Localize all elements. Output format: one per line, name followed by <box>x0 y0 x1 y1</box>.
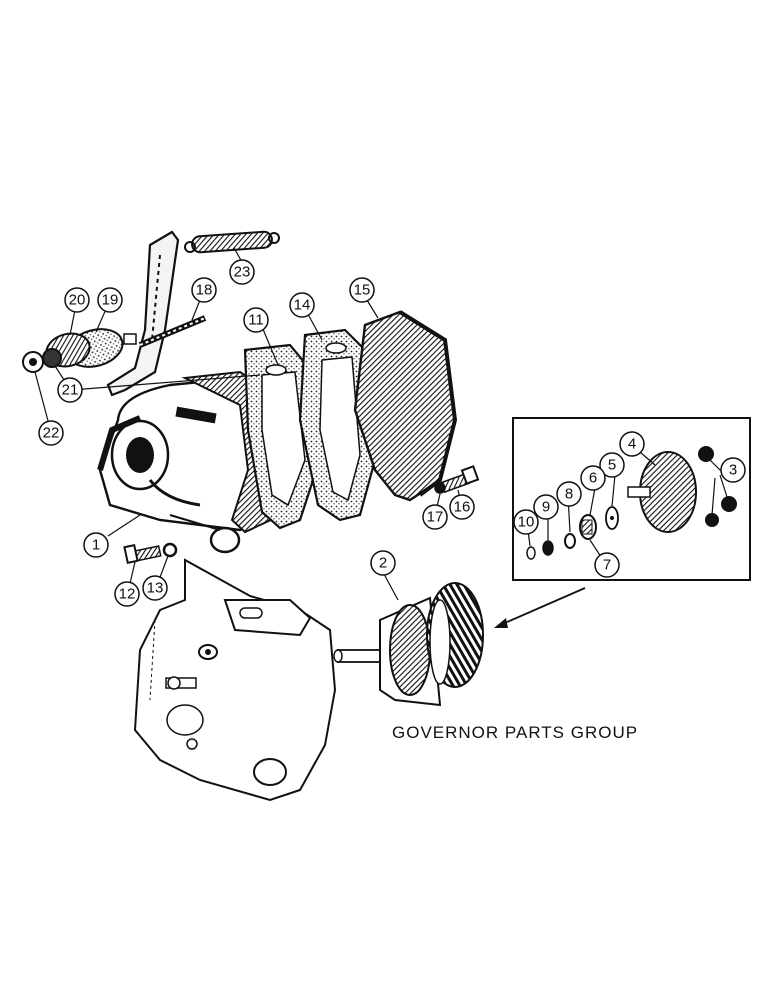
callout-9-label: 9 <box>542 499 550 516</box>
callout-4: 4 <box>619 431 645 457</box>
callout-6: 6 <box>580 465 606 491</box>
spring-part-23 <box>184 230 280 254</box>
callout-1-label: 1 <box>92 537 100 554</box>
callout-23: 23 <box>229 259 255 285</box>
callout-8-label: 8 <box>565 486 573 503</box>
callout-7-label: 7 <box>603 557 611 574</box>
callout-14-label: 14 <box>294 297 311 314</box>
bolt-part-16 <box>440 465 480 494</box>
inset-washer-part-5 <box>605 506 619 530</box>
callout-7: 7 <box>594 552 620 578</box>
diagram-caption: GOVERNOR PARTS GROUP <box>392 723 638 742</box>
gasket-part-11 <box>243 343 320 530</box>
gasket-part-14 <box>298 328 377 522</box>
callout-17-label: 17 <box>427 509 444 526</box>
callout-9: 9 <box>533 494 559 520</box>
inset-weights-part-3 <box>698 446 737 527</box>
callout-21: 21 <box>57 377 83 403</box>
gear-shaft-part-2 <box>333 582 484 707</box>
callout-13-label: 13 <box>147 580 164 597</box>
callout-3-label: 3 <box>729 462 737 479</box>
callout-20-label: 20 <box>69 292 86 309</box>
callout-12: 12 <box>114 581 140 607</box>
callout-5: 5 <box>599 452 625 478</box>
callout-15: 15 <box>349 277 375 303</box>
callout-10-label: 10 <box>518 514 535 531</box>
callout-18: 18 <box>191 277 217 303</box>
inset-weight-plate-part-4 <box>627 451 697 533</box>
inset-washer-part-8 <box>564 533 576 549</box>
callout-21-label: 21 <box>62 382 79 399</box>
callout-15-label: 15 <box>354 282 371 299</box>
assembled-governor-housing <box>133 558 337 802</box>
lever-washers-group <box>22 328 137 373</box>
inset-ring-part-10 <box>526 546 536 560</box>
callout-22-label: 22 <box>43 425 60 442</box>
callout-1: 1 <box>83 532 109 558</box>
callout-2: 2 <box>370 550 396 576</box>
callout-12-label: 12 <box>119 586 136 603</box>
callout-22: 22 <box>38 420 64 446</box>
callout-19-label: 19 <box>102 292 119 309</box>
callout-14: 14 <box>289 292 315 318</box>
callouts: 1 2 3 4 5 6 7 8 9 10 11 12 13 14 15 16 1… <box>38 259 746 607</box>
callout-13: 13 <box>142 575 168 601</box>
callout-11-label: 11 <box>248 312 264 329</box>
inset-spacer-part-6 <box>579 514 597 540</box>
callout-23-label: 23 <box>234 264 251 281</box>
bolt-part-12 <box>123 543 162 565</box>
inset-washer-part-9 <box>542 540 554 556</box>
stud-part-18 <box>138 315 207 348</box>
callout-16-label: 16 <box>454 499 471 516</box>
callout-6-label: 6 <box>589 470 597 487</box>
lockwasher-part-17 <box>434 482 446 494</box>
callout-5-label: 5 <box>608 457 616 474</box>
callout-10: 10 <box>513 509 539 535</box>
callout-4-label: 4 <box>628 436 636 453</box>
callout-20: 20 <box>64 287 90 313</box>
callout-16: 16 <box>449 494 475 520</box>
callout-3: 3 <box>720 457 746 483</box>
callout-19: 19 <box>97 287 123 313</box>
governor-lever <box>106 230 180 397</box>
lockwasher-part-13 <box>162 542 178 558</box>
callout-18-label: 18 <box>196 282 213 299</box>
callout-11: 11 <box>243 307 269 333</box>
inset-pointer-arrow <box>494 587 586 628</box>
callout-17: 17 <box>422 504 448 530</box>
cover-plate-part-15 <box>353 310 458 502</box>
callout-2-label: 2 <box>379 555 387 572</box>
callout-8: 8 <box>556 481 582 507</box>
